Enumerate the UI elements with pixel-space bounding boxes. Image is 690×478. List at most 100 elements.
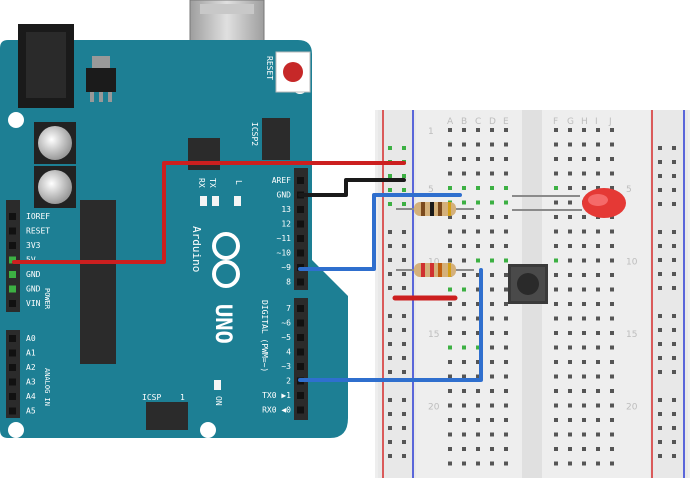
rail-hole xyxy=(672,244,676,248)
breadboard-hole xyxy=(582,186,586,190)
power-pin-label: VIN xyxy=(26,299,41,308)
rail-hole xyxy=(388,146,392,150)
breadboard-hole xyxy=(490,447,494,451)
mount-hole-bottom-left xyxy=(8,422,24,438)
breadboard-hole xyxy=(582,229,586,234)
breadboard-hole xyxy=(462,215,466,219)
breadboard-hole xyxy=(462,447,466,451)
breadboard-hole xyxy=(490,461,494,466)
breadboard-hole xyxy=(462,389,466,393)
rail-hole xyxy=(672,174,676,178)
led-tx xyxy=(212,196,219,206)
breadboard-hole xyxy=(554,273,558,277)
wire-gnd[interactable] xyxy=(298,178,406,197)
breadboard-hole xyxy=(596,389,600,393)
breadboard-hole xyxy=(582,316,586,321)
header-pin xyxy=(9,285,16,293)
rail-hole xyxy=(402,426,406,430)
breadboard-hole xyxy=(582,432,586,437)
resistor-led[interactable] xyxy=(396,202,474,216)
digital-pin-label: ~11 xyxy=(277,234,292,243)
brand-label: Arduino xyxy=(190,226,203,272)
breadboard-hole xyxy=(504,157,508,161)
breadboard-hole xyxy=(462,418,466,422)
breadboard-hole xyxy=(448,171,452,176)
header-pin xyxy=(297,177,304,184)
header-pin xyxy=(297,319,304,327)
icsp-header xyxy=(146,402,188,430)
rail-hole xyxy=(658,454,662,458)
rail-hole xyxy=(388,174,392,178)
breadboard-hole xyxy=(582,171,586,176)
digital-pin-label: GND xyxy=(277,191,292,200)
breadboard-hole xyxy=(476,273,480,277)
breadboard-hole xyxy=(448,215,452,219)
l-label: L xyxy=(234,180,243,185)
breadboard-hole xyxy=(596,171,600,176)
breadboard-hole xyxy=(476,128,480,132)
header-pin xyxy=(297,334,304,341)
digital-header-bottom xyxy=(294,298,308,420)
rail-hole xyxy=(402,258,406,262)
breadboard-hole xyxy=(568,142,572,147)
column-letter: E xyxy=(503,117,509,127)
rail-hole xyxy=(672,342,676,346)
header-pin xyxy=(297,348,304,356)
digital-pin-label: RX0 ◀0 xyxy=(262,406,291,415)
breadboard-hole xyxy=(568,200,572,205)
wire-pin2[interactable] xyxy=(298,268,483,382)
digital-pin-label: ~9 xyxy=(281,263,291,272)
rail-hole xyxy=(672,412,676,416)
led[interactable] xyxy=(512,188,626,218)
header-pin xyxy=(297,249,304,257)
rail-hole xyxy=(402,272,406,276)
wire-pin9[interactable] xyxy=(298,193,462,271)
breadboard-hole xyxy=(490,186,494,190)
breadboard-hole xyxy=(504,258,508,263)
reset-button[interactable] xyxy=(283,62,303,82)
icsp2-label: ICSP2 xyxy=(250,122,259,146)
reset-button-housing xyxy=(275,51,311,93)
breadboard-hole xyxy=(610,273,614,277)
breadboard-hole xyxy=(610,258,614,263)
breadboard-hole xyxy=(568,128,572,132)
breadboard-hole xyxy=(582,403,586,408)
breadboard-hole xyxy=(582,389,586,393)
breadboard-hole xyxy=(554,345,558,350)
breadboard-hole xyxy=(448,142,452,147)
rail-hole xyxy=(388,426,392,430)
header-pin xyxy=(9,364,16,371)
digital-pin-label: TX0 ▶1 xyxy=(262,391,291,400)
breadboard-hole xyxy=(568,244,572,248)
rail-hole xyxy=(388,258,392,262)
rail-hole xyxy=(658,370,662,374)
breadboard-hole xyxy=(610,215,614,219)
rail-hole xyxy=(402,202,406,206)
column-letter: F xyxy=(553,117,558,127)
breadboard-hole xyxy=(490,215,494,219)
rail-hole xyxy=(388,328,392,332)
wires xyxy=(12,161,483,382)
infinity-logo-icon xyxy=(212,232,240,288)
resistor-button[interactable] xyxy=(396,263,474,277)
breadboard-hole xyxy=(554,128,558,132)
breadboard-hole xyxy=(504,215,508,219)
wire-5v[interactable] xyxy=(12,161,406,264)
rail-left xyxy=(378,110,416,478)
digital-pin-label: 4 xyxy=(286,348,291,357)
rail-hole xyxy=(672,426,676,430)
breadboard-hole xyxy=(448,316,452,321)
breadboard-hole xyxy=(462,142,466,147)
breadboard-hole xyxy=(504,374,508,379)
digital-pin-label: 8 xyxy=(286,278,291,287)
rail-hole xyxy=(388,202,392,206)
breadboard-hole xyxy=(462,128,466,132)
breadboard-hole xyxy=(596,142,600,147)
breadboard-hole xyxy=(448,157,452,161)
rx-label: RX xyxy=(197,178,206,188)
rail-hole xyxy=(402,146,406,150)
power-pin-label: GND xyxy=(26,270,41,279)
pushbutton[interactable] xyxy=(508,264,548,304)
